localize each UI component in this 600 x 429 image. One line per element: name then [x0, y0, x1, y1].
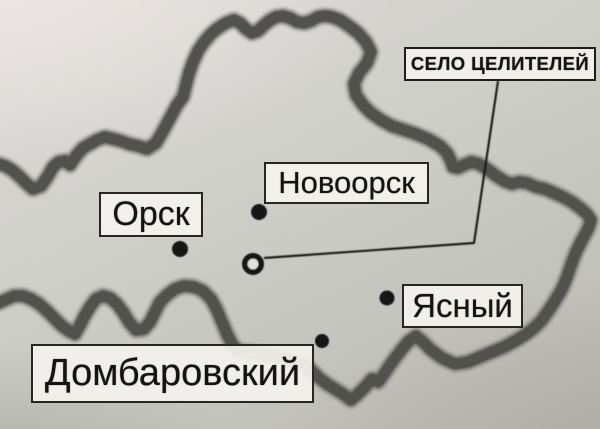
- city-dot-yasny: [379, 290, 395, 306]
- city-dot-novoorsk: [251, 204, 267, 220]
- label-box-yasny: Ясный: [402, 284, 523, 328]
- label-box-dombarovsky: Домбаровский: [31, 344, 314, 403]
- label-box-orsk: Орск: [99, 192, 203, 237]
- label-text-dombarovsky: Домбаровский: [44, 352, 301, 394]
- label-text-yasny: Ясный: [412, 287, 513, 324]
- label-text-orsk: Орск: [112, 195, 190, 233]
- callout-leader-line: [263, 80, 500, 260]
- callout-label-box: СЕЛО ЦЕЛИТЕЛЕЙ: [404, 47, 596, 81]
- label-box-novoorsk: Новоорск: [264, 162, 429, 204]
- label-text-novoorsk: Новоорск: [278, 165, 415, 200]
- healers-village-circle-marker: [242, 253, 265, 276]
- region-boundary: [0, 10, 597, 406]
- callout-label-text: СЕЛО ЦЕЛИТЕЛЕЙ: [410, 53, 590, 74]
- city-dot-orsk: [172, 241, 188, 257]
- city-dot-dombarovsky: [315, 334, 329, 348]
